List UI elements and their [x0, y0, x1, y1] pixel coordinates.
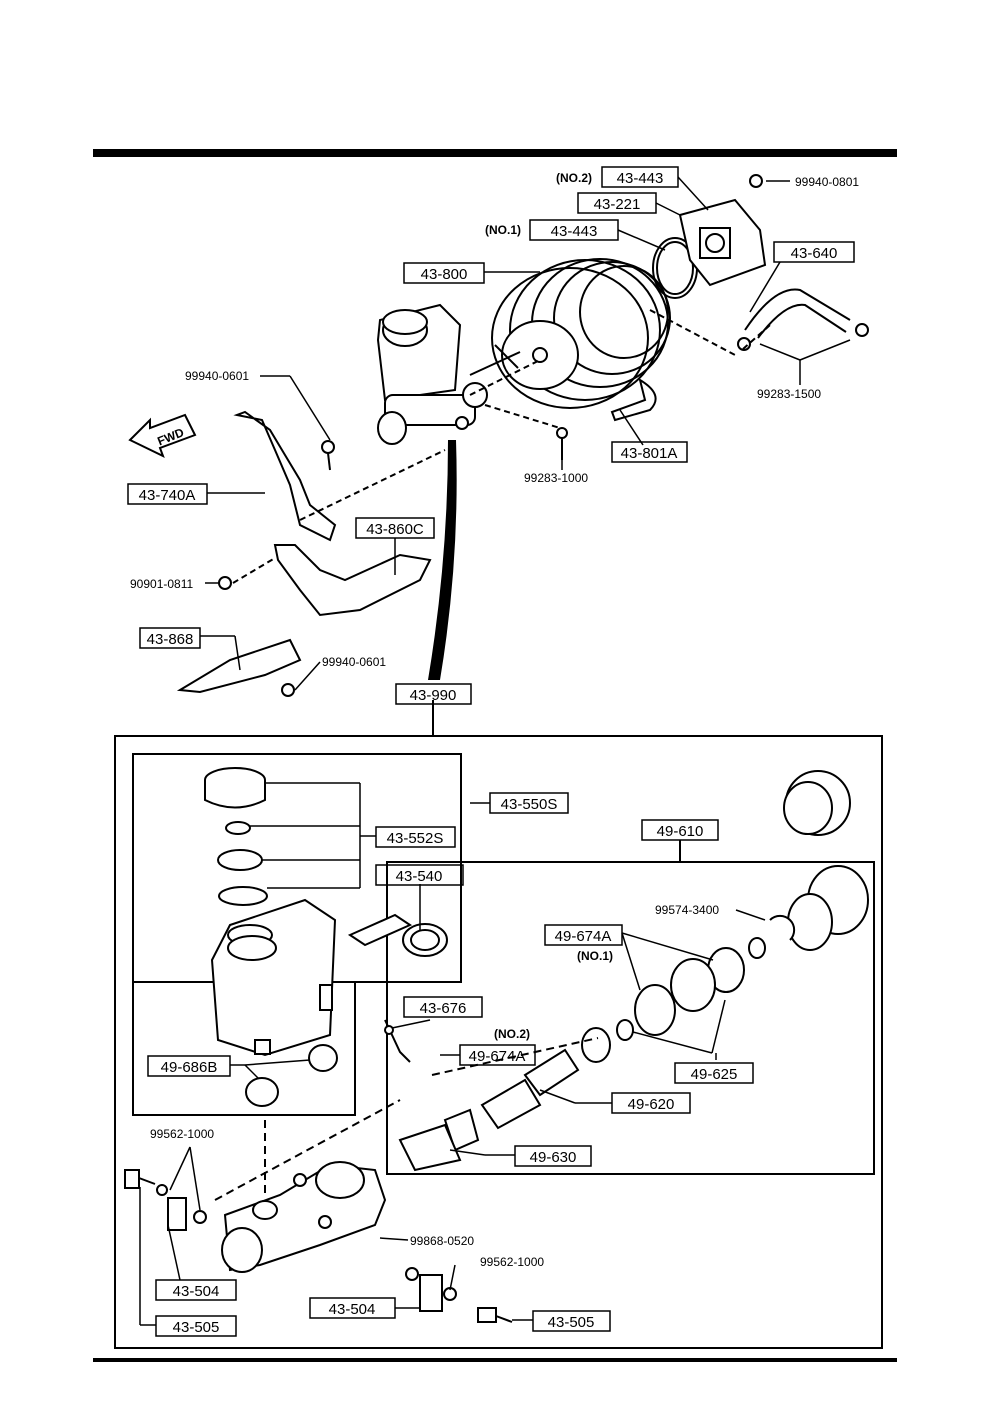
label-box-43-504-bottom: [309, 1297, 396, 1319]
label-43-868: 43-868: [147, 631, 194, 648]
label-box-43-505-left: [155, 1315, 237, 1337]
label-box-43-800: [403, 262, 485, 284]
label-box-43-504-left: [155, 1279, 237, 1301]
label-43-552S: 43-552S: [387, 830, 444, 847]
label-49-620: 49-620: [628, 1096, 675, 1113]
brake-booster: [469, 258, 671, 409]
label-box-49-686B: [147, 1055, 231, 1077]
part-99283-1000: 99283-1000: [524, 471, 588, 485]
label-box-no1-43-443: [529, 219, 619, 241]
label-43-640: 43-640: [791, 245, 838, 262]
label-box-49-610: [641, 819, 719, 841]
label-43-504-bottom: 43-504: [329, 1301, 376, 1318]
label-49-686B: 49-686B: [161, 1059, 218, 1076]
label-box-49-620: [611, 1092, 691, 1114]
booster-heat-shield: [610, 377, 657, 422]
label-box-43-552S: [375, 826, 456, 848]
part-99574-3400: 99574-3400: [655, 903, 719, 917]
reservoir-pin-and-clip: [347, 913, 448, 957]
label-box-43-221: [577, 192, 657, 214]
label-box-49-630: [514, 1145, 592, 1167]
leader-lines: [139, 176, 851, 1326]
label-box-no2-43-443: [601, 166, 679, 188]
boxed-labels: [127, 166, 855, 1337]
label-box-49-674A-no2: [459, 1044, 536, 1066]
bottom-rule: [93, 1358, 897, 1362]
label-box-43-740A: [127, 483, 208, 505]
label-box-49-625: [674, 1062, 754, 1084]
label-43-800: 43-800: [421, 266, 468, 283]
master-cylinder-upper: [376, 303, 561, 445]
master-cylinder-body: [214, 1099, 401, 1273]
plain-part-numbers: 99940-0801 99283-1500 99283-1000 99940-0…: [130, 175, 859, 1269]
label-box-43-868: [139, 627, 201, 649]
label-49-630: 49-630: [530, 1149, 577, 1166]
part-99562-1000-left: 99562-1000: [150, 1127, 214, 1141]
label-43-990: 43-990: [410, 687, 457, 704]
part-90901-0811: 90901-0811: [130, 577, 193, 591]
label-no2-43-443: 43-443: [617, 170, 664, 187]
label-box-43-676: [403, 996, 483, 1018]
label-49-674A-no2: 49-674A: [469, 1048, 526, 1065]
label-box-43-505-bottom: [532, 1310, 611, 1332]
part-99868-0520: 99868-0520: [410, 1234, 474, 1248]
label-43-550S: 43-550S: [501, 796, 558, 813]
qualifier-no2-piston: (NO.2): [494, 1027, 530, 1041]
fittings-left: [124, 1169, 207, 1231]
boxed-label-texts: 43-443 43-221 43-443 43-640 43-800 43-80…: [139, 170, 838, 1336]
bracket-43-740A: [233, 410, 337, 542]
top-rule: [93, 149, 897, 157]
label-49-674A-no1: 49-674A: [555, 928, 612, 945]
reservoir-cap: [204, 767, 268, 906]
label-49-625: 49-625: [691, 1066, 738, 1083]
label-43-221: 43-221: [594, 196, 641, 213]
part-99562-1000-right: 99562-1000: [480, 1255, 544, 1269]
label-no1-43-443: 43-443: [551, 223, 598, 240]
label-43-740A: 43-740A: [139, 487, 196, 504]
label-box-43-860C: [355, 517, 435, 539]
label-box-49-674A-no1: [544, 924, 623, 946]
label-43-504-left: 43-504: [173, 1283, 220, 1300]
reservoir-grommets: [245, 1044, 338, 1107]
qualifier-labels: (NO.2) (NO.1) (NO.1) (NO.2): [485, 171, 613, 1041]
part-99940-0801: 99940-0801: [795, 175, 859, 189]
booster-bracket: [678, 198, 767, 287]
part-99940-0601-top: 99940-0601: [185, 369, 249, 383]
label-43-860C: 43-860C: [366, 521, 424, 538]
label-43-801A: 43-801A: [621, 445, 678, 462]
qualifier-no1-top: (NO.1): [485, 223, 521, 237]
part-99940-0601-bottom: 99940-0601: [322, 655, 386, 669]
label-box-43-990: [395, 683, 472, 705]
qualifier-no1-piston: (NO.1): [577, 949, 613, 963]
reservoir: [210, 898, 337, 1057]
fittings-bottom: [405, 1267, 513, 1323]
label-box-43-801A: [611, 441, 688, 463]
label-box-43-540: [375, 864, 464, 886]
vacuum-hose: [649, 174, 869, 356]
qualifier-no2-top: (NO.2): [556, 171, 592, 185]
label-43-676: 43-676: [420, 1000, 467, 1017]
label-box-43-640: [773, 241, 855, 263]
bracket-43-860C: [218, 449, 446, 617]
brake-line-to-detail: [428, 440, 457, 680]
label-box-43-550S: [489, 792, 569, 814]
fwd-arrow: FWD: [128, 413, 197, 458]
label-43-505-left: 43-505: [173, 1319, 220, 1336]
label-43-505-bottom: 43-505: [548, 1314, 595, 1331]
part-99283-1500: 99283-1500: [757, 387, 821, 401]
piston-assembly: [384, 770, 869, 1172]
label-49-610: 49-610: [657, 823, 704, 840]
label-43-540: 43-540: [396, 868, 443, 885]
